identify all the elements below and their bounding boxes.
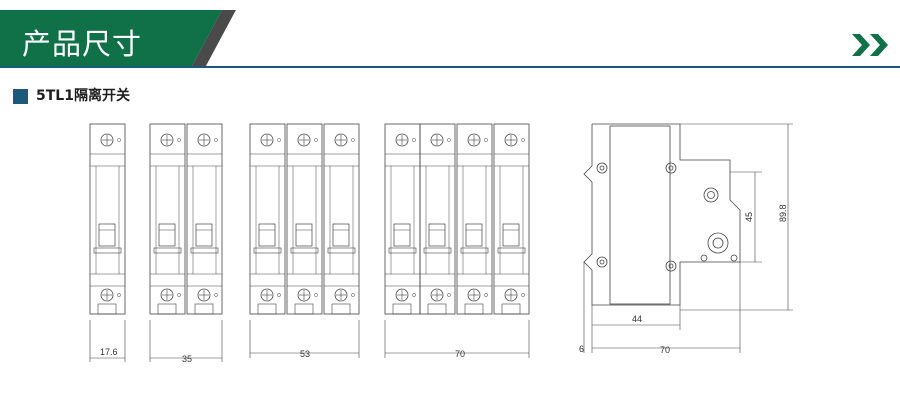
- header-banner: 产品尺寸: [0, 10, 900, 70]
- dim-side-depth: 44: [632, 314, 642, 324]
- dim-width-1: 17.6: [100, 347, 118, 357]
- width-dimension-lines: [89, 320, 530, 362]
- section-title: 5TL1隔离开关: [36, 88, 130, 104]
- dim-width-3: 53: [300, 349, 310, 359]
- dim-side-mid-height: 45: [744, 212, 754, 222]
- square-bullet-icon: [13, 89, 28, 104]
- double-chevron-right-icon[interactable]: [852, 32, 896, 58]
- front-view-4-pole: [384, 123, 530, 315]
- side-dimension-lines: [583, 123, 793, 353]
- dim-side-total: 70: [660, 345, 670, 355]
- front-view-2-pole: [149, 123, 223, 315]
- dim-width-4: 70: [455, 349, 465, 359]
- front-view-3-pole: [249, 123, 360, 315]
- dim-side-offset: 6: [579, 344, 584, 354]
- dim-width-2: 35: [182, 354, 192, 364]
- dim-side-height: 89.8: [778, 204, 788, 222]
- side-view: [583, 123, 741, 306]
- page-title: 产品尺寸: [22, 27, 143, 61]
- front-view-1-pole: [89, 123, 126, 315]
